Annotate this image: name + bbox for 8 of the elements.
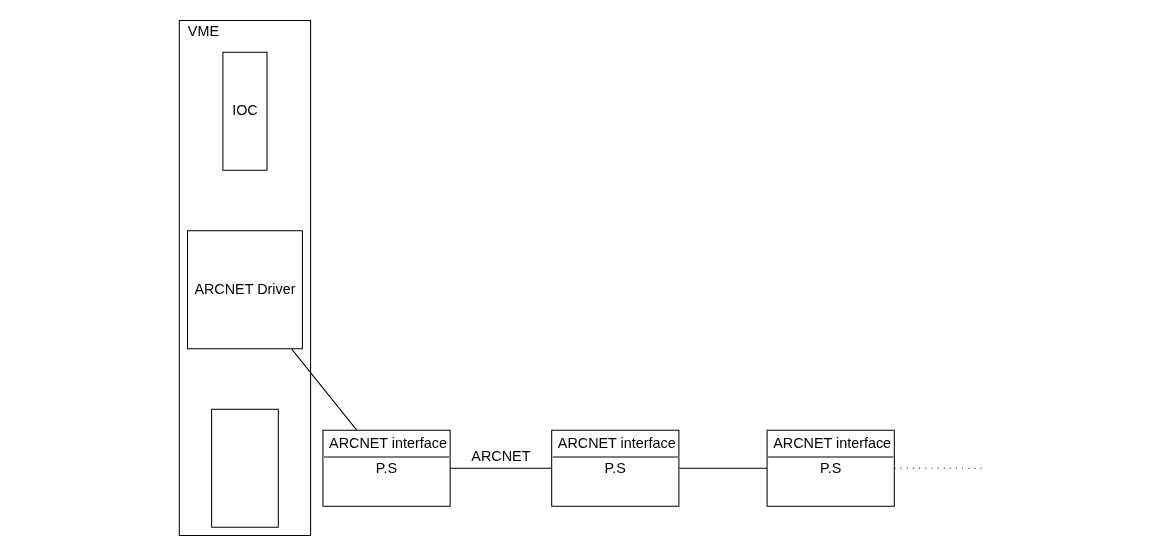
connector <box>449 467 552 469</box>
node-box <box>210 408 279 528</box>
node-box: IOC <box>221 51 268 171</box>
connector <box>678 467 768 469</box>
edge-label: ARCNET <box>470 448 530 465</box>
connector <box>893 467 982 469</box>
node-box: ARCNET Driver <box>186 230 303 350</box>
connector <box>290 348 357 431</box>
